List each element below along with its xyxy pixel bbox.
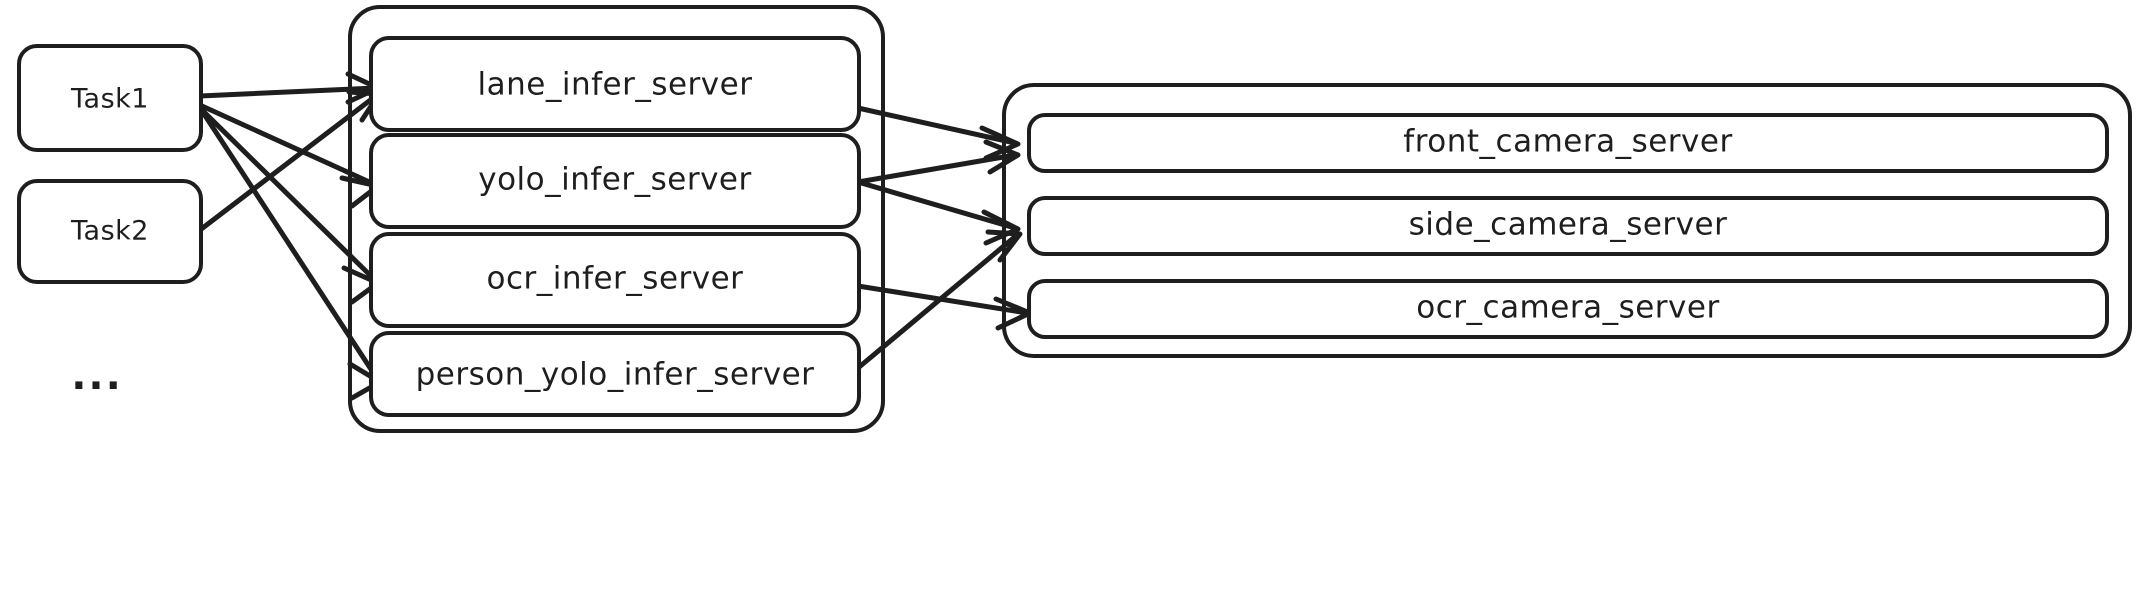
task-nodes: Task1 Task2 ... [17, 44, 203, 399]
tasks-ellipsis: ... [71, 353, 123, 399]
ocr-camera-server-label: ocr_camera_server [1416, 290, 1719, 326]
node-task1[interactable]: Task1 [17, 44, 203, 152]
task1-box[interactable] [17, 44, 203, 152]
person-yolo-infer-server-box[interactable] [369, 331, 861, 417]
node-ocr-camera-server[interactable]: ocr_camera_server [1027, 279, 2109, 339]
camera-server-group: front_camera_server side_camera_server o… [1002, 83, 2132, 358]
infer-group-container [348, 5, 885, 433]
person-yolo-infer-server-label: person_yolo_infer_server [416, 357, 815, 393]
camera-group-container [1002, 83, 2132, 358]
ocr-infer-server-box[interactable] [369, 232, 861, 328]
side-camera-server-label: side_camera_server [1409, 207, 1728, 243]
node-side-camera-server[interactable]: side_camera_server [1027, 196, 2109, 256]
task2-box[interactable] [17, 179, 203, 284]
front-camera-server-box[interactable] [1027, 113, 2109, 173]
front-camera-server-label: front_camera_server [1403, 124, 1732, 160]
yolo-infer-server-box[interactable] [369, 133, 861, 229]
node-task2[interactable]: Task2 [17, 179, 203, 284]
node-person-yolo-infer-server[interactable]: person_yolo_infer_server [369, 331, 861, 417]
ocr-infer-server-label: ocr_infer_server [487, 261, 744, 297]
node-lane-infer-server[interactable]: lane_infer_server [369, 36, 861, 132]
edge-task2-to-lane-infer [197, 89, 382, 233]
ocr-camera-server-box[interactable] [1027, 279, 2109, 339]
node-ocr-infer-server[interactable]: ocr_infer_server [369, 232, 861, 328]
yolo-infer-server-label: yolo_infer_server [478, 162, 752, 198]
node-yolo-infer-server[interactable]: yolo_infer_server [369, 133, 861, 229]
task2-label: Task2 [70, 216, 149, 247]
lane-infer-server-box[interactable] [369, 36, 861, 132]
node-front-camera-server[interactable]: front_camera_server [1027, 113, 2109, 173]
lane-infer-server-label: lane_infer_server [478, 67, 753, 103]
side-camera-server-box[interactable] [1027, 196, 2109, 256]
task1-label: Task1 [70, 84, 149, 115]
infer-server-group: lane_infer_server yolo_infer_server ocr_… [348, 5, 885, 433]
